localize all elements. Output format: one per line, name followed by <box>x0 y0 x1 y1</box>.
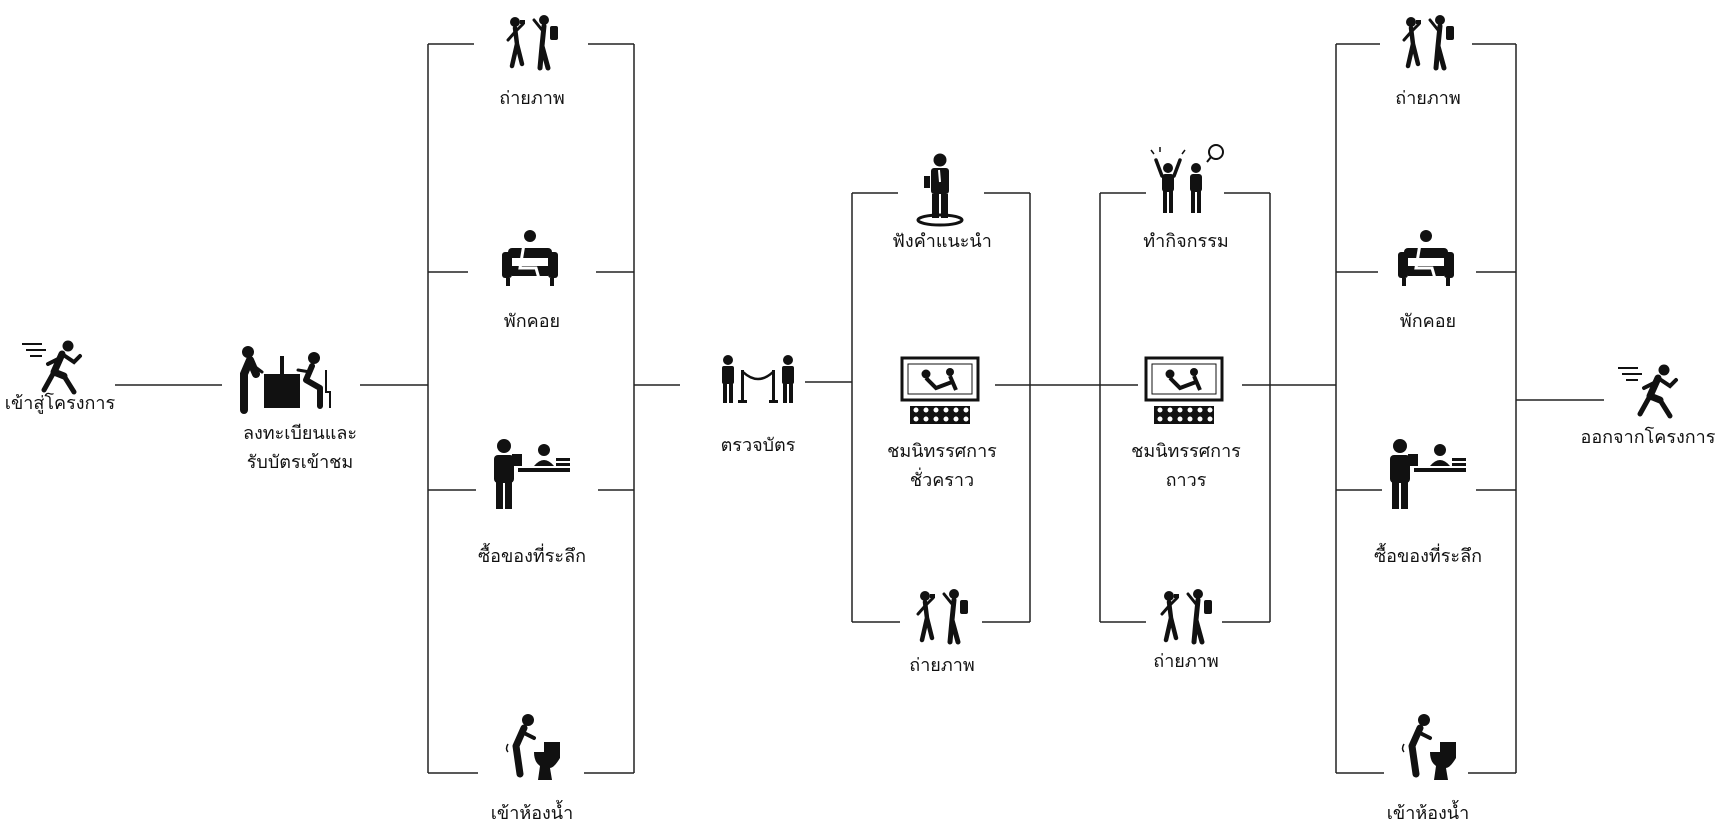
group1-photo-label: ถ่ายภาพ <box>499 88 565 109</box>
toilet-icon <box>1403 714 1457 780</box>
group3-activity-label: ทำกิจกรรม <box>1143 231 1229 252</box>
group1-rest-label: พักคอย <box>503 311 561 332</box>
group2-temporary-line2: ชั่วคราว <box>909 469 975 491</box>
node-exit-label: ออกจากโครงการ <box>1580 427 1716 448</box>
group3-photo-label: ถ่ายภาพ <box>1153 651 1219 672</box>
running-person-icon <box>22 341 80 393</box>
velvet-rope-icon <box>720 353 796 405</box>
group2-temporary-line1: ชมนิทรรศการ <box>887 441 997 462</box>
toilet-icon <box>507 714 561 780</box>
group2-temporary-label: ชมนิทรรศการ ชั่วคราว <box>887 438 997 496</box>
group4-souvenir-label: ซื้อของที่ระลึก <box>1373 546 1483 567</box>
photographer-icon <box>1404 15 1454 68</box>
node-check-label: ตรวจบัตร <box>720 435 796 456</box>
group1-souvenir-label: ซื้อของที่ระลึก <box>477 546 587 567</box>
node-register-line2: รับบัตรเข้าชม <box>246 451 354 473</box>
group4-photo-label: ถ่ายภาพ <box>1395 88 1461 109</box>
exhibition-screen-icon <box>1144 356 1224 426</box>
group3-permanent-label: ชมนิทรรศการ ถาวร <box>1131 438 1241 496</box>
group2-guide-label: ฟังคำแนะนำ <box>892 231 992 252</box>
registration-desk-icon <box>242 346 330 410</box>
photographer-icon <box>1162 589 1212 642</box>
exhibition-screen-icon <box>900 356 980 426</box>
group2-photo-label: ถ่ายภาพ <box>909 655 975 676</box>
running-person-icon <box>1618 365 1676 417</box>
group4-toilet-label: เข้าห้องน้ำ <box>1386 803 1470 824</box>
cheering-people-icon <box>1149 143 1225 215</box>
group3-permanent-line2: ถาวร <box>1165 469 1207 491</box>
tour-guide-icon <box>916 152 964 227</box>
shop-counter-icon <box>1390 439 1466 509</box>
node-register-label: ลงทะเบียนและ รับบัตรเข้าชม <box>243 420 357 478</box>
group1-toilet-label: เข้าห้องน้ำ <box>490 803 574 824</box>
armchair-icon <box>1396 228 1456 288</box>
group4-rest-label: พักคอย <box>1399 311 1457 332</box>
node-enter-label: เข้าสู่โครงการ <box>4 393 116 414</box>
photographer-icon <box>508 15 558 68</box>
armchair-icon <box>500 228 560 288</box>
shop-counter-icon <box>494 439 570 509</box>
node-register-line1: ลงทะเบียนและ <box>242 423 358 444</box>
group3-permanent-line1: ชมนิทรรศการ <box>1131 441 1241 462</box>
photographer-icon <box>918 589 968 642</box>
